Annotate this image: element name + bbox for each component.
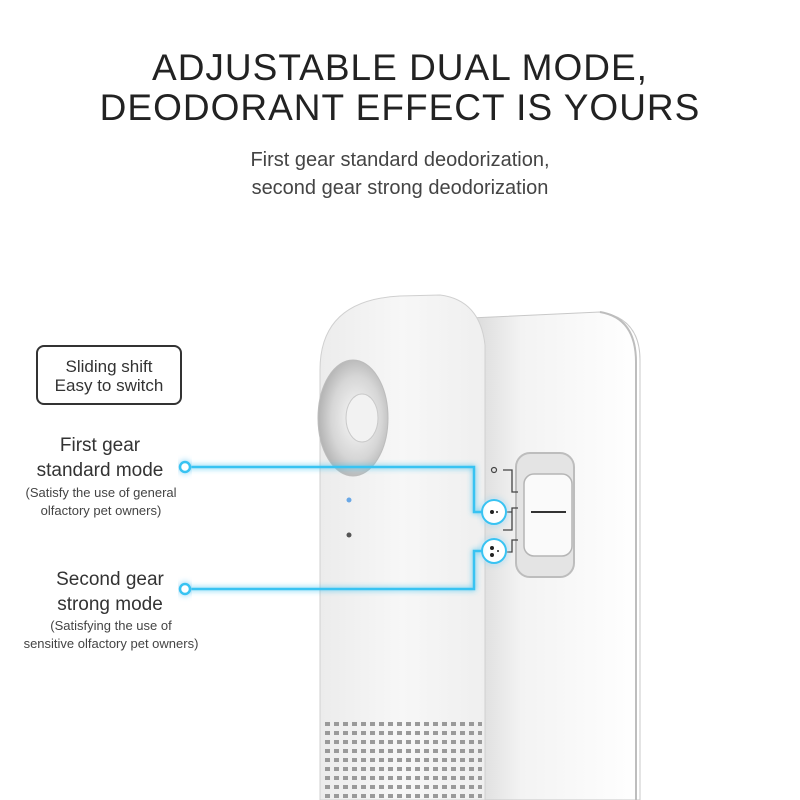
first-gear-callout-line	[185, 465, 482, 514]
subheading: First gear standard deodorization, secon…	[0, 146, 800, 202]
first-gear-title-line-2: standard mode	[36, 460, 164, 481]
second-gear-callout-line	[185, 549, 482, 591]
speaker-grille	[322, 722, 482, 800]
first-gear-title: First gear standard mode	[20, 433, 180, 483]
subheading-line-1: First gear standard deodorization,	[250, 149, 550, 171]
second-gear-note-line-1: (Satisfying the use of	[50, 618, 172, 633]
second-gear-note: (Satisfying the use of sensitive olfacto…	[0, 617, 222, 653]
first-gear-callout-dot	[178, 460, 192, 474]
headline-line-2: DEODORANT EFFECT IS YOURS	[99, 87, 701, 128]
badge-line-1: Sliding shift	[65, 357, 153, 376]
mode-switch-slider	[523, 473, 573, 557]
second-gear-note-line-2: sensitive olfactory pet owners)	[23, 636, 199, 651]
sliding-shift-badge: Sliding shift Easy to switch	[36, 345, 182, 405]
first-gear-note: (Satisfy the use of general olfactory pe…	[0, 484, 202, 520]
second-gear-title-line-1: Second gear	[56, 569, 164, 590]
headline: ADJUSTABLE DUAL MODE, DEODORANT EFFECT I…	[0, 48, 800, 128]
second-gear-callout-dot	[178, 582, 192, 596]
headline-line-1: ADJUSTABLE DUAL MODE,	[152, 47, 648, 88]
first-gear-note-line-2: olfactory pet owners)	[40, 503, 162, 518]
badge-line-2: Easy to switch	[54, 376, 164, 395]
first-gear-title-line-1: First gear	[59, 435, 141, 456]
second-gear-marker-icon	[481, 538, 507, 564]
subheading-line-2: second gear strong deodorization	[251, 177, 549, 199]
second-gear-title-line-2: strong mode	[57, 594, 163, 615]
indicator-light-icon	[346, 497, 352, 503]
first-gear-note-line-1: (Satisfy the use of general	[25, 485, 177, 500]
second-gear-title: Second gear strong mode	[20, 567, 200, 617]
